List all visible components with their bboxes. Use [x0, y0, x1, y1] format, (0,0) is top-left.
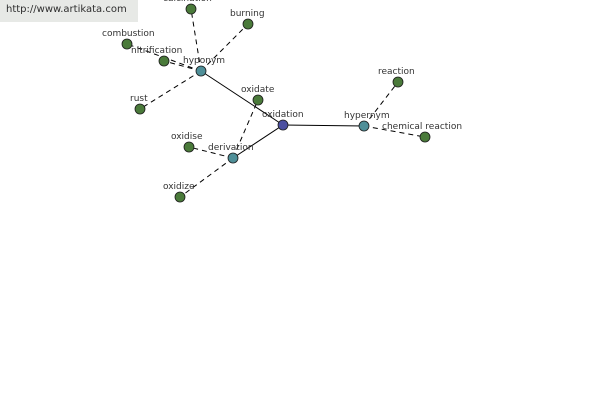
node-dot-oxidise[interactable] — [183, 141, 195, 153]
node-derivation[interactable]: derivation — [208, 143, 254, 164]
node-label-nitrification[interactable]: nitrification — [131, 46, 182, 56]
edges-layer — [126, 8, 426, 198]
node-label-reaction[interactable]: reaction — [378, 67, 415, 77]
node-hypernym[interactable]: hypernym — [344, 111, 390, 132]
node-oxidation[interactable]: oxidation — [262, 110, 304, 131]
node-oxidise[interactable]: oxidise — [171, 132, 203, 153]
nodes-layer: oxidation hyponym derivation hypernym calcin… — [102, 0, 462, 203]
node-burning[interactable]: burning — [230, 9, 265, 30]
node-label-oxidation[interactable]: oxidation — [262, 110, 304, 120]
node-oxidate[interactable]: oxidate — [241, 85, 275, 106]
node-label-calcination[interactable]: calcination — [163, 0, 212, 4]
node-rust[interactable]: rust — [130, 94, 148, 115]
node-dot-burning[interactable] — [242, 18, 254, 30]
node-label-oxidate[interactable]: oxidate — [241, 85, 275, 95]
edge-hyponym-calcination — [190, 8, 202, 72]
node-oxidize[interactable]: oxidize — [163, 182, 195, 203]
node-dot-oxidize[interactable] — [174, 191, 186, 203]
node-label-derivation[interactable]: derivation — [208, 143, 254, 153]
node-dot-hypernym[interactable] — [358, 120, 370, 132]
node-dot-oxidate[interactable] — [252, 94, 264, 106]
node-label-rust[interactable]: rust — [130, 94, 148, 104]
edge-derivation-oxidise — [188, 146, 234, 159]
node-label-burning[interactable]: burning — [230, 9, 265, 19]
node-nitrification[interactable]: nitrification — [131, 46, 182, 67]
edge-hyponym-rust — [139, 70, 202, 110]
node-reaction[interactable]: reaction — [378, 67, 415, 88]
node-dot-hyponym[interactable] — [195, 65, 207, 77]
node-calcination[interactable]: calcination — [163, 0, 212, 15]
node-dot-reaction[interactable] — [392, 76, 404, 88]
edge-oxidation-hyponym — [200, 70, 284, 126]
edge-hyponym-nitrification — [163, 60, 202, 72]
edge-hypernym-chemical-reaction — [363, 125, 426, 138]
node-dot-derivation[interactable] — [227, 152, 239, 164]
node-label-hyponym[interactable]: hyponym — [183, 56, 225, 66]
node-hyponym[interactable]: hyponym — [183, 56, 225, 77]
node-dot-combustion[interactable] — [121, 38, 133, 50]
edge-derivation-oxidate — [232, 99, 259, 159]
node-dot-calcination[interactable] — [185, 3, 197, 15]
node-dot-nitrification[interactable] — [158, 55, 170, 67]
node-dot-rust[interactable] — [134, 103, 146, 115]
edge-hyponym-burning — [200, 23, 249, 72]
node-label-oxidize[interactable]: oxidize — [163, 182, 195, 192]
node-label-oxidise[interactable]: oxidise — [171, 132, 203, 142]
node-dot-oxidation[interactable] — [277, 119, 289, 131]
edge-hypernym-reaction — [363, 81, 399, 127]
watermark-url: http://www.artikata.com — [0, 0, 138, 22]
node-label-combustion[interactable]: combustion — [102, 29, 155, 39]
node-combustion[interactable]: combustion — [102, 29, 155, 50]
edge-oxidation-hypernym — [282, 124, 365, 127]
edge-derivation-oxidize — [179, 157, 234, 198]
node-chemical-reaction[interactable]: chemical reaction — [382, 122, 462, 143]
node-label-hypernym[interactable]: hypernym — [344, 111, 390, 121]
node-dot-chemical-reaction[interactable] — [419, 131, 431, 143]
edge-oxidation-derivation — [232, 124, 284, 159]
node-label-chemical-reaction[interactable]: chemical reaction — [382, 122, 462, 132]
